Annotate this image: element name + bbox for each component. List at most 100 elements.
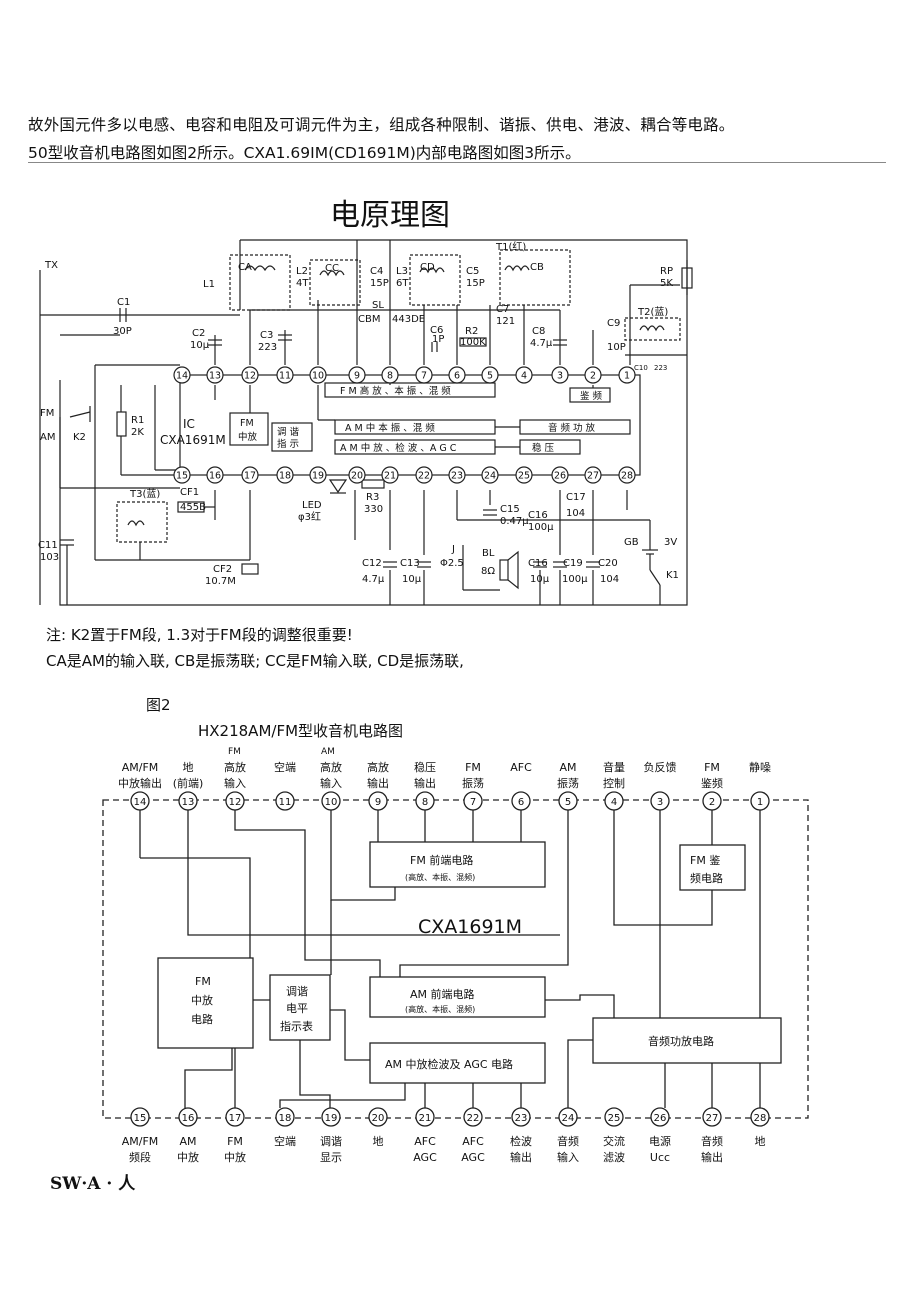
led-label: LED [302,500,322,511]
bottom2-label-line1: 检波 [510,1134,532,1148]
top2-pin-3: 3 [650,791,670,811]
block-fm-if-1: FM [240,418,254,429]
top-pin-number: 11 [279,371,291,382]
bottom2-pin-15: 15 [130,1107,150,1127]
c3-value-label: 223 [258,342,277,353]
top-pin-14: 14 [173,366,191,384]
block2-fm-if-3: 电路 [191,1013,213,1026]
bottom2-pin-18: 18 [275,1107,295,1127]
block2-am-front: AM 前端电路 [410,987,475,1001]
bottom-pin-17: 17 [241,466,259,484]
bottom2-label-line2: 频段 [129,1150,151,1164]
block-am-if: A M 中 放 、检 波 、A G C [340,442,457,454]
top2-pin-number: 5 [565,797,571,808]
bottom2-pin-number: 27 [706,1113,719,1124]
bottom2-pin-number: 23 [515,1113,528,1124]
top2-label-line2: 输出 [414,776,436,790]
top2-pin-number: 7 [470,797,476,808]
top2-pin-12: 12 [225,791,245,811]
top2-label-line2: 输出 [367,776,389,790]
bottom2-label-line1: AM/FM [122,1135,159,1148]
am-label: AM [40,432,55,443]
bottom-pin-number: 25 [518,471,530,482]
bottom2-label-line1: AFC [462,1135,484,1148]
cf1-value-label: 455B [180,502,206,513]
top-pin-12: 12 [241,366,259,384]
bottom2-pin-26: 26 [650,1107,670,1127]
c9-label: C9 [607,318,620,329]
top2-label-line2: 输入 [224,776,246,790]
r1-label: R1 [131,415,144,426]
c6-label: C6 [430,325,443,336]
l1-label: L1 [203,279,215,290]
block2-meter-1: 调谐 [286,984,308,998]
c4-label: C4 [370,266,383,277]
block2-am-if: AM 中放检波及 AGC 电路 [385,1057,513,1071]
c7-value-label: 121 [496,316,515,327]
block2-fm-if-2: 中放 [191,993,213,1007]
top-pin-4: 4 [515,366,533,384]
bottom-pin-15: 15 [173,466,191,484]
cf1-label: CF1 [180,487,199,498]
c2-value-label: 10μ [190,340,210,351]
top2-pin-6: 6 [511,791,531,811]
top-pin-2: 2 [584,366,602,384]
jack-value-label: Φ2.5 [440,558,464,569]
c10-label: C10 [634,364,648,372]
bottom-pin-number: 26 [554,471,566,482]
top2-pin-10: 10 [321,791,341,811]
bottom2-pin-number: 28 [754,1113,767,1124]
c17-value-label: 104 [566,508,585,519]
block2-meter-2: 电平 [286,1002,308,1015]
top2-label-line1: 音量 [603,760,625,774]
top-pin-10: 10 [309,366,327,384]
block-audio: 音 频 功 放 [548,422,596,434]
bottom2-label-line1: 音频 [557,1134,579,1148]
bottom-pin-number: 24 [484,471,496,482]
top2-label-line2: (前端) [173,776,204,790]
top2-label-line1: 空端 [274,760,296,774]
bottom2-pin-number: 18 [279,1113,292,1124]
top2-pin-number: 2 [709,797,715,808]
block-tuning-1: 调 谐 [277,427,300,438]
top2-pin-8: 8 [415,791,435,811]
l2-turns-label: 4T [296,278,309,289]
bottom-pin-23: 23 [448,466,466,484]
top2-label-line1: 静噪 [749,760,771,774]
top-pin-number: 13 [209,371,221,382]
bottom-pin-27: 27 [584,466,602,484]
bottom2-label-line2: AGC [413,1151,437,1164]
bottom2-pin-number: 25 [608,1113,621,1124]
c19-value-label: 100μ [562,574,588,585]
c11-label: C11 [38,540,58,551]
top2-label-line1: 高放 [320,760,342,774]
top2-pin-11: 11 [275,791,295,811]
top-pin-3: 3 [551,366,569,384]
block-fm-front: F M 高 放 、本 振 、混 频 [340,385,451,397]
l3-turns-label: 6T [396,278,409,289]
block-fm-det: 鉴 频 [580,390,603,402]
bottom2-label-line2: 中放 [224,1150,246,1164]
t3-label: T3(蓝) [129,488,160,500]
top2-label-line1: FM [465,761,481,774]
bottom2-pin-number: 21 [419,1113,432,1124]
c8-value-label: 4.7μ [530,338,553,349]
bottom-pin-number: 20 [351,471,363,482]
note-line-2: CA是AM的输入联, CB是振荡联; CC是FM输入联, CD是振荡联, [46,652,464,670]
c16b-label: C16 [528,558,548,569]
top2-label-line1: FM [704,761,720,774]
c10-value-label: 223 [654,364,667,372]
bottom-pin-22: 22 [415,466,433,484]
bottom2-pin-27: 27 [702,1107,722,1127]
bottom2-pin-25: 25 [604,1107,624,1127]
c7-label: C7 [496,304,509,315]
c19-label: C19 [563,558,583,569]
c12-label: C12 [362,558,382,569]
c3-label: C3 [260,330,273,341]
block2-fm-det-2: 频电路 [690,871,723,885]
block-tuning-2: 指 示 [277,438,299,450]
